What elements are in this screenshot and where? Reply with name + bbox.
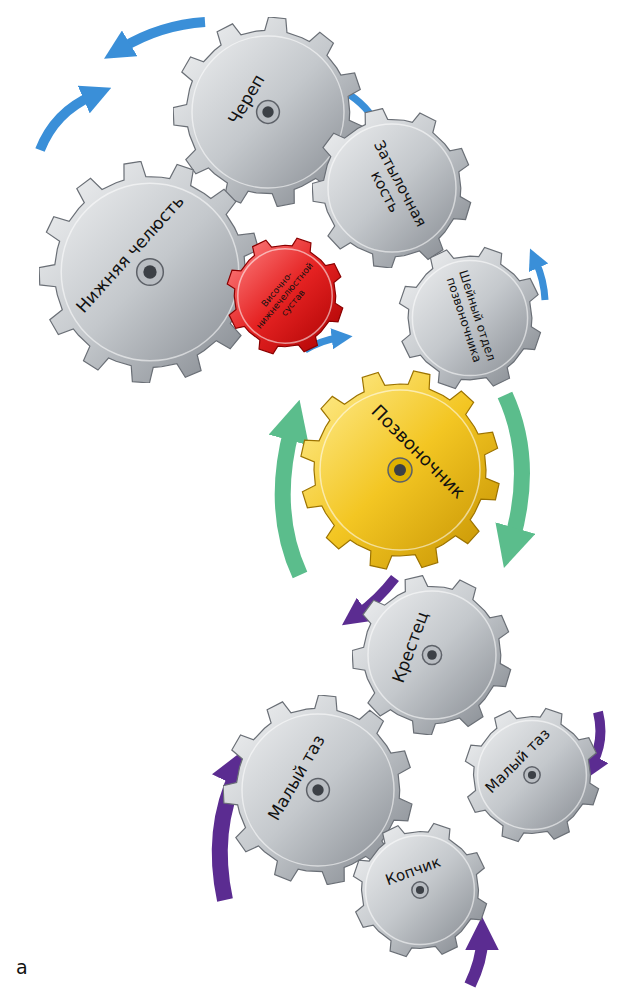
gear: Нижняя челюсть (39, 161, 261, 383)
gear: Малый таз (464, 707, 600, 843)
gear-shape (39, 161, 261, 383)
gear-shape (352, 822, 488, 958)
gear: Височно-нижнечелюстной сустав (226, 237, 344, 355)
gear: Затылочная кость (312, 108, 472, 268)
gear: Позвоночник (300, 370, 500, 570)
gear-shape (352, 575, 512, 735)
gear: Шейный отдел позвоночника (398, 246, 542, 390)
gear-shape (464, 707, 600, 843)
gear-shape (300, 370, 500, 570)
figure-letter: а (16, 956, 28, 978)
gear: Крестец (352, 575, 512, 735)
gear: Копчик (352, 822, 488, 958)
